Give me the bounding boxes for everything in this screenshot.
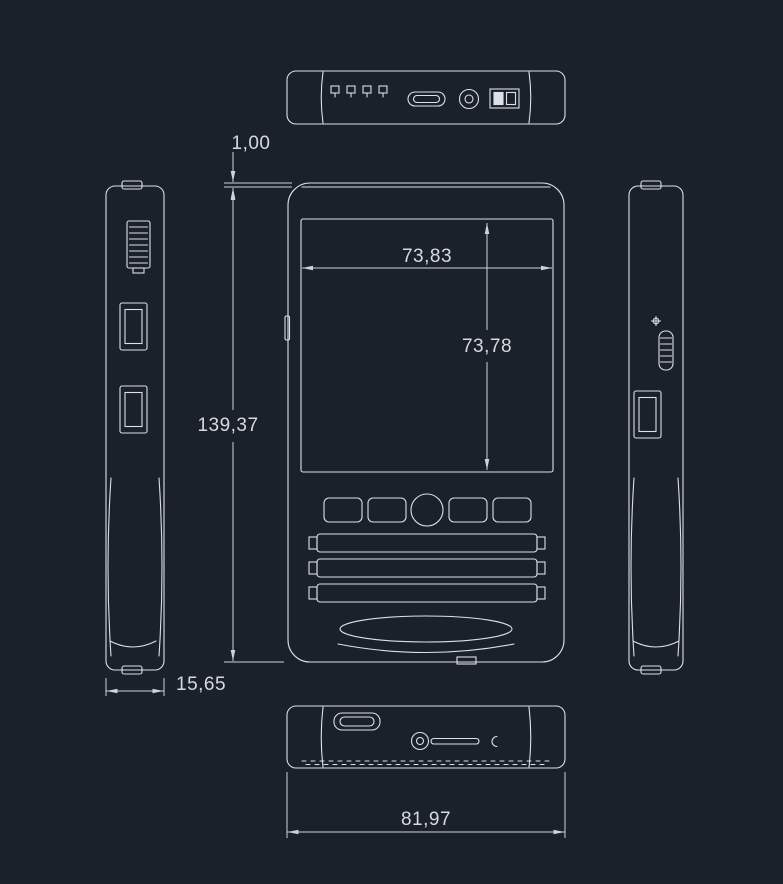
dim-body-width-lines (286, 772, 566, 838)
dimension-lines (105, 152, 566, 838)
reset-mark-icon (491, 735, 498, 748)
dim-side-depth-lines (105, 678, 165, 696)
bottom-view (286, 705, 566, 769)
micro-usb-port-top-icon (407, 91, 446, 107)
board-connectors-icon (330, 85, 388, 98)
stylus-slot (430, 737, 480, 745)
headphone-jack-icon (410, 731, 430, 751)
center-button (410, 493, 444, 527)
left-top-tab (121, 180, 143, 190)
side-button (284, 315, 291, 341)
dim-body-height-lines (224, 189, 284, 663)
front-outline (287, 182, 565, 663)
bottom-seam-right (528, 706, 532, 768)
bottom-seam-left (320, 706, 324, 768)
dim-side-depth-label: 15,65 (176, 674, 226, 695)
right-top-tab (640, 180, 662, 190)
device-geometry (105, 70, 684, 769)
top-view-outline (286, 70, 566, 125)
button-2 (367, 497, 407, 523)
slide-switch-icon (489, 88, 520, 109)
screw-icon (650, 315, 662, 327)
screen-outline (300, 218, 554, 473)
usb-port-right-icon (633, 390, 662, 439)
sd-card-slot-icon (126, 220, 151, 274)
top-view (286, 70, 566, 125)
dim-body-width-label: 81,97 (401, 809, 451, 830)
dimension-labels: 1,00 139,37 73,83 73,78 15,65 81,97 (176, 133, 512, 830)
top-seam-left (320, 71, 324, 124)
left-side-outline (105, 185, 165, 671)
button-1 (323, 497, 363, 523)
right-side-view (628, 180, 684, 675)
micro-usb-port-bottom-icon (333, 712, 381, 731)
dim-screen-width-label: 73,83 (402, 246, 452, 267)
knurl-strip (301, 760, 551, 766)
keyboard-rows (308, 533, 546, 603)
dim-top-gap-label: 1,00 (232, 133, 271, 154)
button-row (323, 493, 532, 527)
bottom-oval (339, 615, 513, 643)
left-grip-contours (107, 477, 163, 657)
right-grip-contours (630, 477, 682, 657)
bottom-notch (456, 656, 477, 665)
button-3 (448, 497, 488, 523)
left-side-view (105, 180, 165, 675)
dim-screen-height-label: 73,78 (462, 336, 512, 357)
front-view (284, 182, 565, 665)
top-seam-right (528, 71, 532, 124)
scroll-wheel-icon (658, 330, 674, 371)
right-side-outline (628, 185, 684, 671)
dim-body-height-label: 139,37 (197, 415, 258, 436)
bottom-view-outline (286, 705, 566, 769)
usb-port-upper-icon (119, 302, 148, 351)
usb-port-lower-icon (119, 385, 148, 434)
power-jack-icon (458, 88, 480, 110)
bottom-curve (337, 643, 515, 654)
button-4 (492, 497, 532, 523)
